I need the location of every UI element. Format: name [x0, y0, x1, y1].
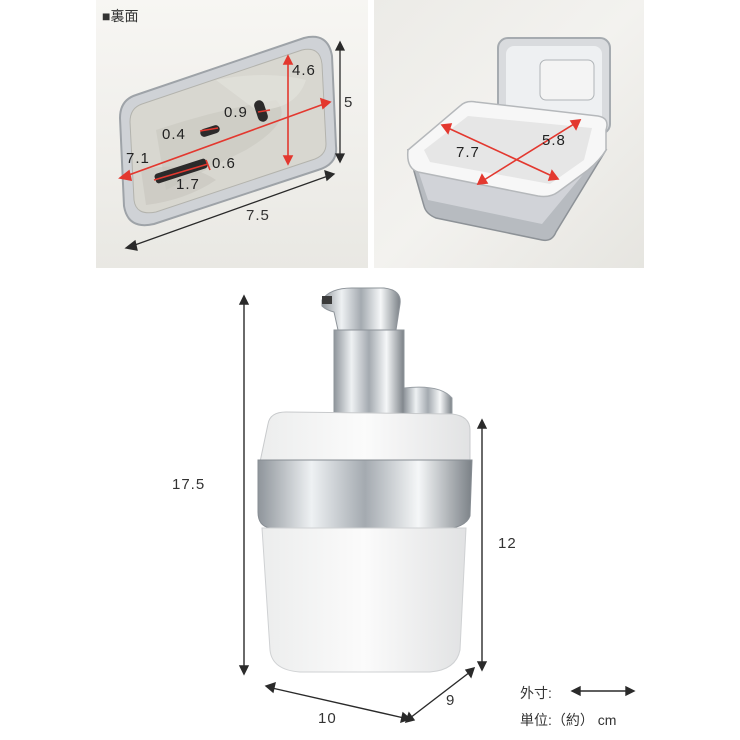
dim-slot-length: 1.7: [176, 176, 200, 193]
dispenser-dimension-lines: [238, 294, 636, 724]
legend-unit: 単位:（約） cm: [520, 712, 617, 728]
dim-hole-top: 0.9: [224, 104, 248, 121]
dim-tray-width: 5.8: [542, 132, 566, 149]
red-dimension-lines: [118, 54, 332, 182]
tray-photo: 7.7 5.8: [374, 0, 644, 268]
back-side-title: ■裏面: [102, 8, 139, 24]
tray: [406, 100, 608, 242]
back-plate-drawing: [118, 35, 346, 251]
tray-drawing: [406, 37, 611, 242]
dim-back-width: 7.5: [246, 207, 270, 224]
dim-slot-depth: 4.6: [292, 62, 316, 79]
dim-hole-mid: 0.4: [162, 126, 186, 143]
dim-body-height: 12: [498, 535, 517, 552]
dim-total-height: 17.5: [172, 476, 206, 493]
legend-outer-dimension: 外寸:: [520, 685, 552, 701]
dark-dimension-lines: [124, 40, 346, 251]
dim-width: 10: [318, 710, 337, 727]
tray-dimension-lines: [440, 119, 582, 185]
back-side-photo: ■裏面 7.5 5 4.6 0.9 0.4 7.1 0.6 1.7: [96, 0, 368, 268]
soap-dispenser: [257, 287, 473, 673]
dim-tray-length: 7.7: [456, 144, 480, 161]
dim-slot-small: 0.6: [212, 155, 236, 172]
dim-span: 7.1: [126, 150, 150, 167]
dim-depth: 9: [446, 692, 456, 709]
dim-back-height: 5: [344, 94, 354, 111]
